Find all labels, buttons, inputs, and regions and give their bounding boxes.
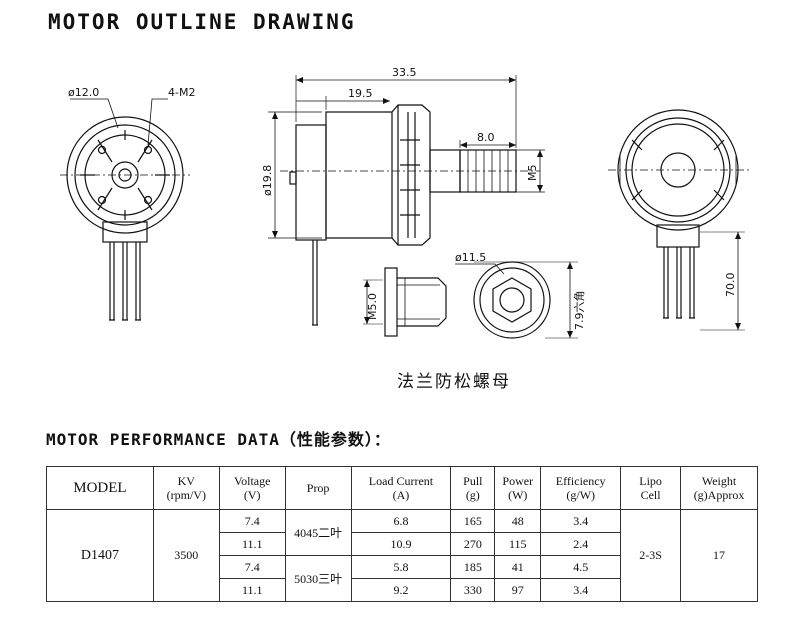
cell-kv: 3500: [152, 509, 220, 602]
table-row: D1407 3500 7.4 4045二叶 6.8 165 48 3.4 2-3…: [46, 509, 758, 602]
header-weight: Weight(g)Approx: [680, 466, 758, 510]
lead-length-label: 70.0: [724, 273, 737, 298]
table-row: 11.1 10.9 270 115 2.4: [47, 532, 758, 556]
cell-power: 97: [494, 578, 542, 602]
performance-table: MODEL KV(rpm/V) Voltage(V) Prop Load Cur…: [46, 466, 758, 602]
cell-current: 9.2: [350, 578, 452, 602]
nut-front-view: [455, 261, 578, 339]
side-view-dimension-lines: [272, 77, 543, 238]
cell-voltage: 7.4: [218, 555, 286, 579]
cell-current: 10.9: [350, 532, 452, 556]
nut-hex-label: 7.9六角: [573, 291, 586, 331]
cell-prop: 5030三叶: [284, 555, 352, 602]
header-voltage: Voltage(V): [218, 466, 286, 510]
rear-view: [608, 109, 750, 331]
header-power: Power(W): [494, 466, 542, 510]
shaft-thread-label: M5: [526, 165, 539, 182]
header-load-current: Load Current(A): [350, 466, 452, 510]
drawing-title: MOTOR OUTLINE DRAWING: [48, 10, 356, 34]
cell-pull: 330: [450, 578, 496, 602]
outline-drawing: ø12.0 4-M2 33.5 19.5 8.0 ø19.8 M5: [60, 66, 750, 339]
table-row: 7.4 5030三叶 5.8 185 41 4.5: [47, 555, 758, 602]
overall-length-label: 33.5: [392, 66, 417, 79]
nut-caption: 法兰防松螺母: [397, 372, 511, 392]
cell-prop: 4045二叶: [284, 509, 352, 556]
cell-current: 5.8: [350, 555, 452, 579]
cell-voltage: 7.4: [218, 509, 286, 533]
header-prop: Prop: [284, 466, 352, 510]
table-row: 11.1 9.2 330 97 3.4: [47, 578, 758, 602]
cell-power: 115: [494, 532, 542, 556]
cell-power: 48: [494, 509, 542, 533]
table-header-row: MODEL KV(rpm/V) Voltage(V) Prop Load Cur…: [46, 466, 758, 510]
nut-thread-label: M5.0: [366, 293, 379, 320]
nut-side-view: [363, 267, 447, 337]
shaft-length-label: 8.0: [477, 131, 495, 144]
cell-model: D1407: [46, 509, 154, 602]
performance-title: MOTOR PERFORMANCE DATA（性能参数）：: [46, 430, 391, 449]
cell-pull: 270: [450, 532, 496, 556]
mount-holes-label: 4-M2: [168, 86, 195, 99]
nut-diameter-label: ø11.5: [455, 251, 486, 264]
cell-efficiency: 2.4: [540, 532, 622, 556]
front-diameter-label: ø12.0: [68, 86, 99, 99]
header-efficiency: Efficiency(g/W): [540, 466, 622, 510]
cell-pull: 185: [450, 555, 496, 579]
cell-efficiency: 3.4: [540, 509, 622, 533]
front-view: [60, 98, 190, 321]
cell-current: 6.8: [350, 509, 452, 533]
cell-voltage: 11.1: [218, 532, 286, 556]
header-model: MODEL: [46, 466, 154, 510]
cell-power: 41: [494, 555, 542, 579]
header-kv: KV(rpm/V): [152, 466, 220, 510]
cell-weight: 17: [680, 509, 758, 602]
header-pull: Pull(g): [450, 466, 496, 510]
cell-voltage: 11.1: [218, 578, 286, 602]
cell-efficiency: 4.5: [540, 555, 622, 579]
body-diameter-label: ø19.8: [261, 165, 274, 196]
body-length-label: 19.5: [348, 87, 373, 100]
cell-lipo: 2-3S: [620, 509, 682, 602]
cell-efficiency: 3.4: [540, 578, 622, 602]
cell-pull: 165: [450, 509, 496, 533]
side-view: [268, 75, 545, 326]
